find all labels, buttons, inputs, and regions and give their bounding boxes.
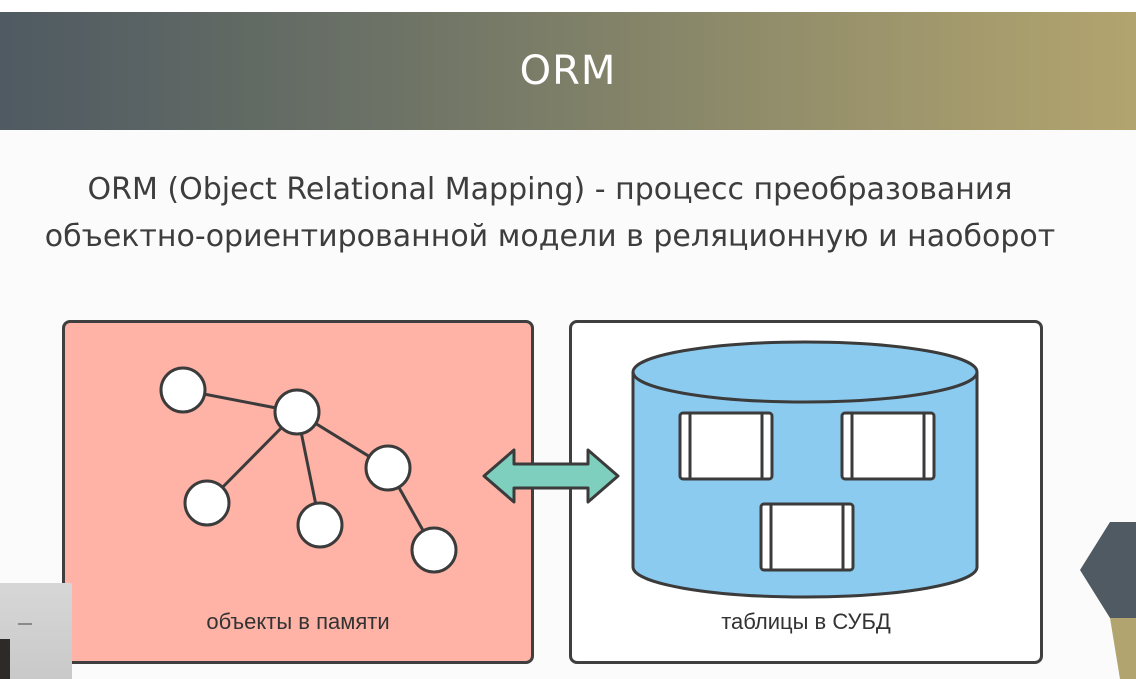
logo-icon <box>1080 522 1136 679</box>
webcam-person <box>0 639 10 679</box>
objects-panel-label: объекты в памяти <box>206 609 390 634</box>
tree-node <box>183 479 231 527</box>
db-table <box>678 411 774 481</box>
db-top <box>631 340 979 404</box>
tree-node <box>296 501 344 549</box>
object-graph-icon <box>159 366 458 574</box>
db-table <box>759 502 855 572</box>
objects-panel: объекты в памяти <box>62 320 534 664</box>
db-table <box>840 411 936 481</box>
tree-node <box>159 366 207 414</box>
tree-node <box>273 388 321 436</box>
tables-panel-label: таблицы в СУБД <box>721 609 891 634</box>
slide-subtitle: ORM (Object Relational Mapping) - процес… <box>0 166 1100 260</box>
double-arrow-icon <box>482 448 620 504</box>
tree-node <box>364 444 412 492</box>
database-cylinder-icon <box>631 340 979 599</box>
webcam-thumbnail <box>0 583 72 679</box>
slide-header: ORM <box>0 12 1136 130</box>
subtitle-line-2: объектно-ориентированной модели в реляци… <box>44 219 1056 254</box>
webcam-detail <box>18 623 32 625</box>
slide-title: ORM <box>519 48 617 94</box>
top-strip <box>0 0 1136 12</box>
subtitle-line-1: ORM (Object Relational Mapping) - процес… <box>87 172 1013 207</box>
tree-node <box>410 526 458 574</box>
